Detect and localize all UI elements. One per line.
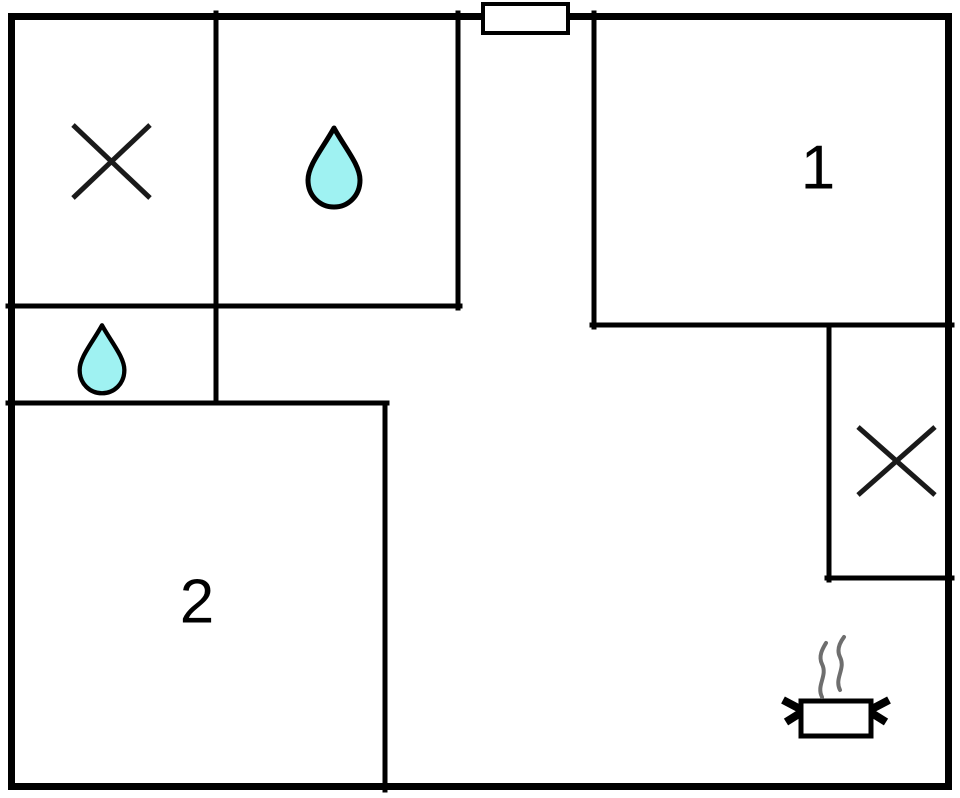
cooking-pot xyxy=(781,635,891,739)
x-mark-bottom-right xyxy=(856,425,937,497)
cooking-pot-steam-left xyxy=(818,641,828,699)
cooking-pot-body xyxy=(798,698,874,739)
room-fill-bottom-right xyxy=(829,325,952,578)
x-mark-top-left xyxy=(71,123,152,200)
cooking-pot-steam-right xyxy=(836,635,846,692)
entry-door-opening[interactable] xyxy=(481,2,570,35)
interior-walls xyxy=(5,10,955,793)
room-label-2: 2 xyxy=(180,567,214,636)
water-drop-utility-shape xyxy=(77,323,127,396)
water-drop-utility xyxy=(77,323,127,396)
room-fills xyxy=(8,13,952,790)
water-drop-bathroom xyxy=(305,125,363,210)
water-drop-bathroom-shape xyxy=(305,125,363,210)
x-mark-bottom-right-stroke-b xyxy=(856,425,937,497)
door-leaf[interactable] xyxy=(481,2,570,35)
room-fill-room-1 xyxy=(594,13,952,325)
room-fill-room-2 xyxy=(8,403,385,790)
x-mark-top-left-stroke-b xyxy=(71,123,152,200)
room-label-1: 1 xyxy=(801,133,835,202)
